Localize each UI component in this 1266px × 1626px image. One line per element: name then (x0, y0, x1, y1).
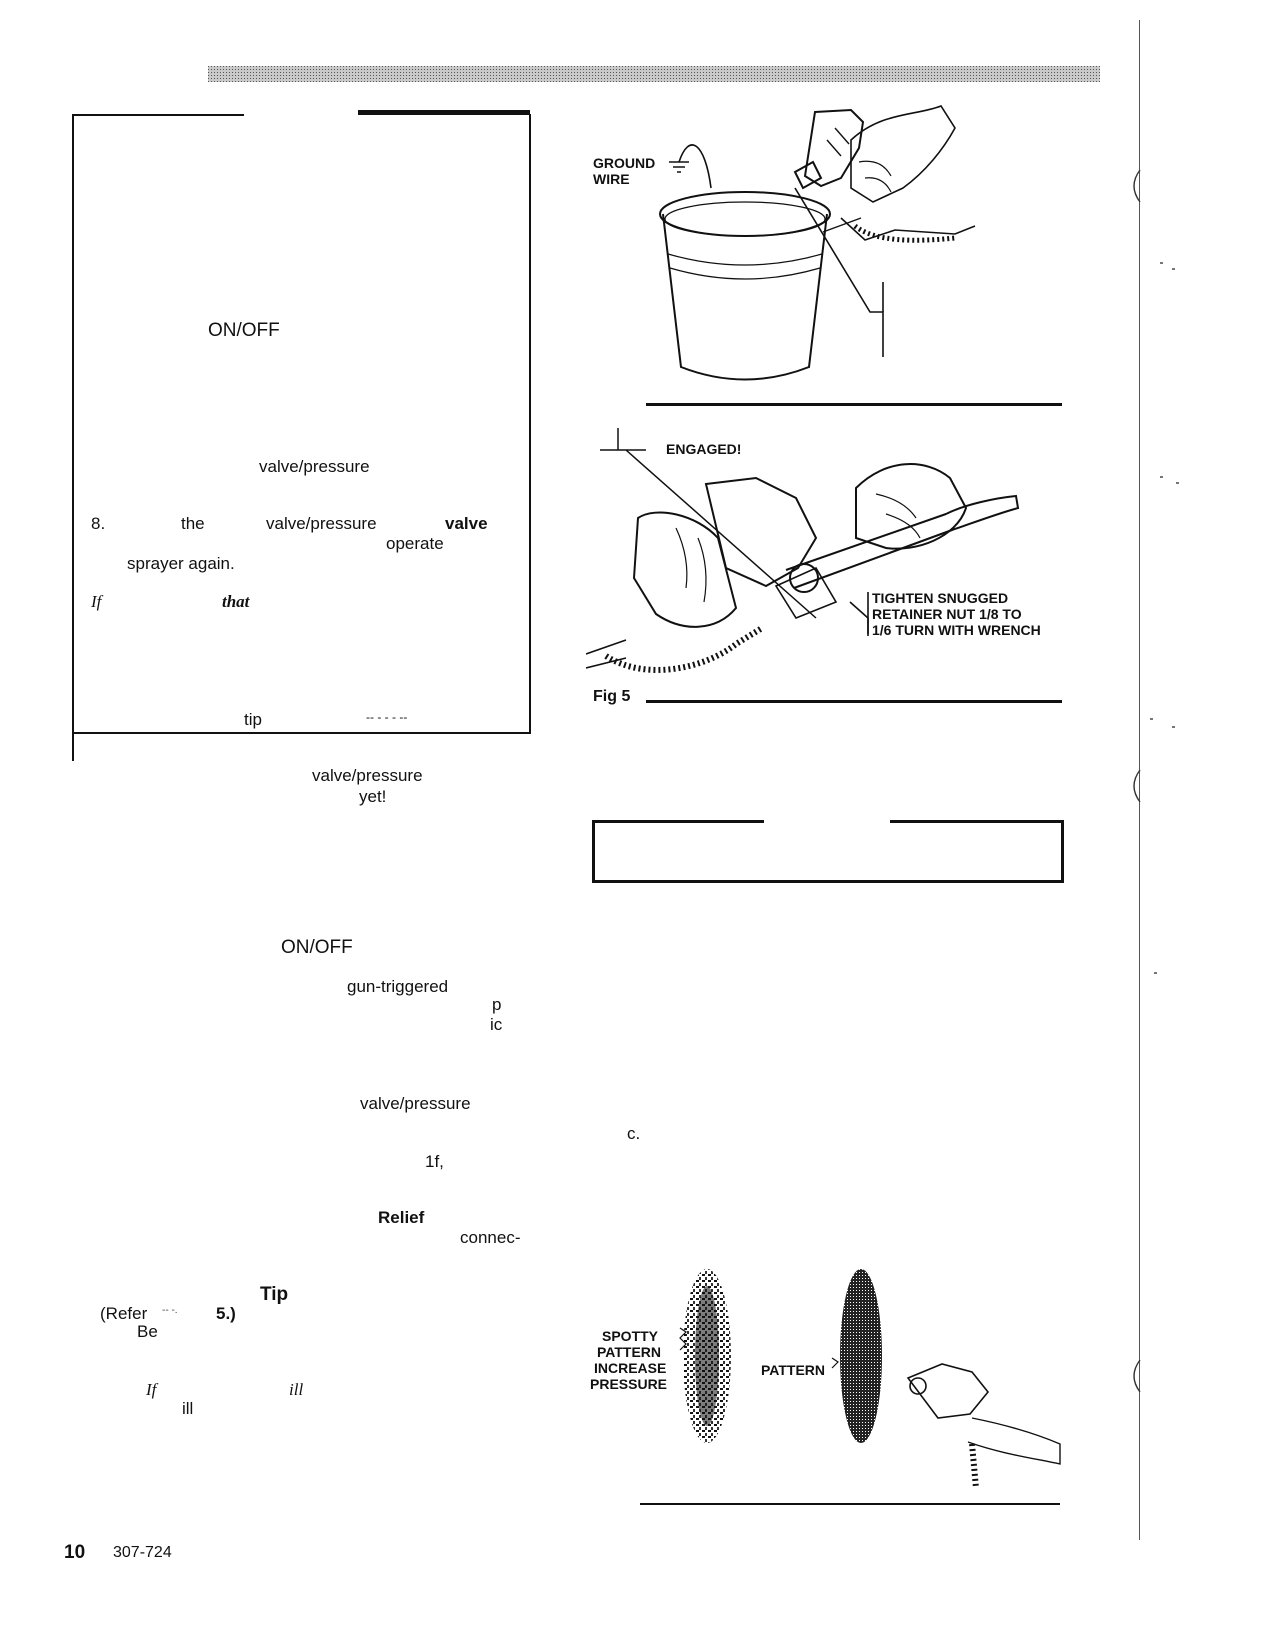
body-if: If (146, 1380, 157, 1399)
pail-body (662, 213, 828, 381)
body-ill-2: ill (182, 1399, 194, 1418)
fig5-nut (774, 566, 838, 619)
fig5-callout-line3: 1/6 TURN WITH WRENCH (872, 622, 1041, 638)
ground-pail-figure (659, 105, 976, 381)
body-refer-dashes: -- -. (162, 1305, 178, 1316)
even-pattern-spray (840, 1269, 882, 1443)
fig5-callout-line2: RETAINER NUT 1/8 TO (872, 606, 1022, 622)
pattern-gun-icon (906, 1363, 990, 1419)
body-gun-triggered: gun-triggered (347, 977, 449, 996)
spotty-label-2: PATTERN (597, 1344, 662, 1360)
body-valve-pressure-4: valve/pressure (360, 1094, 471, 1113)
body-tip: Tip (260, 1284, 289, 1305)
fluid-hose (840, 217, 976, 241)
scan-speck (1172, 268, 1175, 270)
body-yet: yet! (359, 787, 387, 806)
body-frag-1f: 1f, (425, 1152, 444, 1171)
header-band (208, 66, 1100, 82)
step-number: 8. (91, 514, 106, 533)
pail-rim (659, 191, 831, 237)
right-box-top-right (890, 820, 1064, 823)
fig5-hose (604, 625, 764, 673)
box-valve-pressure-1: valve/pressure (259, 457, 370, 476)
spotty-label-1: SPOTTY (602, 1328, 659, 1344)
box-tip: tip (244, 710, 262, 729)
box-dashes: -- - - - -- (366, 710, 408, 724)
body-connec: connec- (460, 1228, 521, 1247)
good-pattern-label: PATTERN (761, 1362, 826, 1378)
body-frag-ic: ic (490, 1015, 503, 1034)
fig5-caption: Fig 5 (593, 688, 631, 705)
fig5-left-glove (632, 511, 738, 628)
scan-speck (1160, 262, 1163, 264)
right-edge-rule (1139, 20, 1140, 1540)
box-if: If (91, 592, 102, 611)
spotty-label-4: PRESSURE (590, 1376, 668, 1392)
ground-wire-label-2: WIRE (593, 171, 630, 187)
box-that: that (222, 592, 250, 611)
page-number: 10 (64, 1542, 86, 1563)
body-be: Be (137, 1322, 158, 1341)
fig5-engaged-label: ENGAGED! (666, 441, 742, 457)
box-valve-pressure-2: valve/pressure (266, 514, 377, 533)
gun-tip-nozzle (793, 160, 823, 190)
box-on-off: ON/OFF (208, 320, 280, 341)
fig5-wrench-icon (785, 494, 1020, 589)
scan-speck (1150, 718, 1153, 720)
scan-speck (1160, 476, 1163, 478)
binding-holes (1133, 169, 1141, 1393)
fig5-right-glove (855, 463, 968, 550)
spotty-label-3: INCREASE (594, 1360, 667, 1376)
ground-wire-label-1: GROUND (593, 155, 656, 171)
body-ill-1: ill (289, 1380, 304, 1399)
scan-speck (1154, 972, 1157, 974)
left-margin-rule (72, 733, 74, 761)
fig5-gun-body (704, 476, 818, 588)
box-valve: valve (445, 514, 488, 533)
right-notice-box (592, 821, 1064, 883)
gloved-hand (850, 105, 956, 203)
body-frag-p: p (492, 995, 502, 1014)
ground-figure-rule (646, 403, 1062, 406)
body-refer: (Refer (100, 1304, 148, 1323)
scan-speck (1176, 482, 1179, 484)
ground-wire-line (678, 144, 712, 189)
warning-box (72, 114, 531, 734)
pattern-hose (969, 1443, 979, 1489)
box-the: the (181, 514, 205, 533)
fig5-caption-rule (646, 700, 1062, 703)
spray-gun-body (803, 108, 865, 188)
spray-patterns (679, 1269, 1061, 1489)
body-on-off: ON/OFF (281, 937, 353, 958)
warning-box-top-left-rule (72, 114, 244, 116)
warning-box-top-heavy-rule (358, 110, 530, 115)
ground-symbol-icon (669, 161, 689, 173)
fig5-callout-line1: TIGHTEN SNUGGED (872, 590, 1009, 606)
doc-number: 307-724 (113, 1544, 172, 1561)
body-refer-fig: 5.) (216, 1304, 236, 1323)
body-valve-pressure-3: valve/pressure (312, 766, 423, 785)
body-relief: Relief (378, 1208, 425, 1227)
scan-speck (1172, 726, 1175, 728)
fig5-illustration (586, 428, 1020, 673)
right-frag-c: c. (627, 1124, 641, 1143)
right-box-top-left (592, 820, 764, 823)
box-sprayer-again: sprayer again. (127, 554, 235, 573)
pattern-figure-rule (640, 1503, 1060, 1505)
box-operate: operate (386, 534, 444, 553)
